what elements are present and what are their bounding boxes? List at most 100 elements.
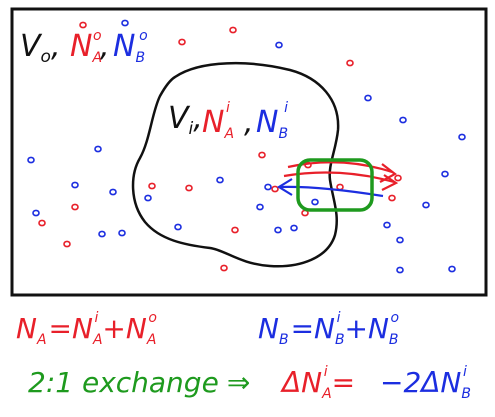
- exchange-implies: ⇒: [227, 366, 250, 399]
- particle-b: [94, 145, 102, 153]
- eq-a-lhs-sub: A: [36, 332, 47, 348]
- svg-text:ΔNAi=: ΔNAi=: [280, 364, 355, 402]
- inner-volume: V: [168, 101, 191, 136]
- particle-b: [396, 266, 404, 274]
- exchange-text: 2:1 exchange: [28, 366, 219, 399]
- exchange-delta-b-sub: B: [461, 386, 471, 402]
- particle-b: [109, 188, 117, 196]
- particle-b: [399, 116, 407, 124]
- eq-a-plus: +: [102, 312, 125, 345]
- particle-a: [229, 26, 237, 34]
- svg-text:Vi,: Vi,: [168, 101, 203, 139]
- particle-a: [148, 182, 156, 190]
- eq-b-t2-sup: o: [391, 310, 400, 326]
- arrow-a-inward-2: [283, 171, 395, 184]
- inner-region-boundary: [131, 61, 340, 268]
- particle-b: [144, 194, 152, 202]
- svg-text:NB=NBi+NBo: NB=NBi+NBo: [258, 310, 399, 348]
- eq-b-t1-sup: i: [337, 310, 341, 326]
- eq-b-t1: N: [314, 312, 335, 345]
- particle-a: [231, 226, 239, 234]
- outer-label-b-sub: B: [135, 50, 145, 66]
- particle-a: [220, 264, 228, 272]
- inner-label-a-sub: A: [223, 126, 234, 142]
- particle-a: [79, 21, 87, 29]
- outer-volume: V: [20, 29, 43, 64]
- particle-b: [275, 41, 283, 49]
- particle-b: [290, 224, 298, 232]
- eq-a-t1: N: [72, 312, 93, 345]
- particle-a: [394, 174, 402, 182]
- eq-a-t2-sup: o: [148, 310, 157, 326]
- eq-a-equals: =: [49, 312, 72, 345]
- eq-b-lhs: N: [258, 312, 279, 345]
- particle-b: [71, 181, 79, 189]
- svg-text:NBi: NBi: [256, 100, 288, 142]
- particle-b: [274, 226, 282, 234]
- outer-comma-2: ,: [100, 29, 110, 64]
- particle-b: [311, 198, 319, 206]
- inner-region-label: Vi, NAi , NBi: [168, 100, 288, 142]
- particle-b: [32, 209, 40, 217]
- eq-b-t2: N: [368, 312, 389, 345]
- inner-label-b-sub: B: [278, 126, 288, 142]
- outer-region-label: Vo, NAo , NBo: [20, 28, 148, 67]
- eq-b-t2-sub: B: [389, 332, 399, 348]
- species-b-particles: [27, 19, 466, 274]
- equation-a: NA=NAi+NAo: [16, 310, 157, 348]
- particle-a: [258, 151, 266, 159]
- outer-label-b-sup: o: [139, 28, 148, 44]
- outer-label-a-sup: o: [93, 28, 102, 44]
- eq-a-t1-sub: A: [92, 332, 103, 348]
- eq-b-lhs-sub: B: [279, 332, 289, 348]
- equation-b: NB=NBi+NBo: [258, 310, 399, 348]
- exchange-delta-a-sup: i: [324, 364, 328, 380]
- inner-label-a: N: [202, 105, 224, 140]
- inner-label-b: N: [256, 105, 278, 140]
- exchange-equals: =: [332, 366, 355, 399]
- eq-a-t1-sup: i: [95, 310, 99, 326]
- exchange-delta-b-sup: i: [463, 364, 467, 380]
- outer-region-box: [10, 7, 488, 297]
- particle-b: [174, 223, 182, 231]
- particle-b: [27, 156, 35, 164]
- svg-text:NAi: NAi: [202, 100, 234, 142]
- exchange-equation: 2:1 exchange⇒ ΔNAi= −2ΔNBi: [28, 364, 471, 402]
- particle-b: [448, 265, 456, 273]
- inner-volume-sub: i: [189, 119, 194, 139]
- particle-b: [458, 133, 466, 141]
- exchanger-box: [296, 158, 374, 212]
- inner-comma-1: ,: [193, 101, 203, 136]
- particle-a: [271, 185, 279, 193]
- particle-a: [388, 194, 396, 202]
- particle-a: [63, 240, 71, 248]
- inner-label-a-sup: i: [226, 100, 230, 116]
- eq-a-t2: N: [126, 312, 147, 345]
- particle-b: [256, 203, 264, 211]
- particle-b: [364, 94, 372, 102]
- arrowhead-a: [379, 163, 399, 191]
- particle-a: [185, 184, 193, 192]
- svg-text:Vo,: Vo,: [20, 29, 60, 67]
- particle-b: [216, 176, 224, 184]
- svg-text:2:1 exchange⇒: 2:1 exchange⇒: [28, 366, 250, 399]
- eq-b-t1-sub: B: [335, 332, 345, 348]
- outer-label-a: N: [70, 29, 92, 64]
- eq-a-lhs: N: [16, 312, 37, 345]
- eq-b-plus: +: [344, 312, 367, 345]
- particle-b: [396, 236, 404, 244]
- particle-a: [346, 59, 354, 67]
- svg-text:NBo: NBo: [113, 28, 148, 66]
- svg-text:−2ΔNBi: −2ΔNBi: [380, 364, 471, 402]
- outer-label-a-sub: A: [91, 50, 102, 66]
- particle-b: [121, 19, 129, 27]
- arrowhead-b: [276, 178, 293, 196]
- particle-a: [38, 219, 46, 227]
- particle-b: [118, 229, 126, 237]
- outer-comma-1: ,: [51, 29, 61, 64]
- particle-b: [264, 183, 272, 191]
- particle-a: [178, 38, 186, 46]
- particle-b: [422, 201, 430, 209]
- particle-b: [98, 230, 106, 238]
